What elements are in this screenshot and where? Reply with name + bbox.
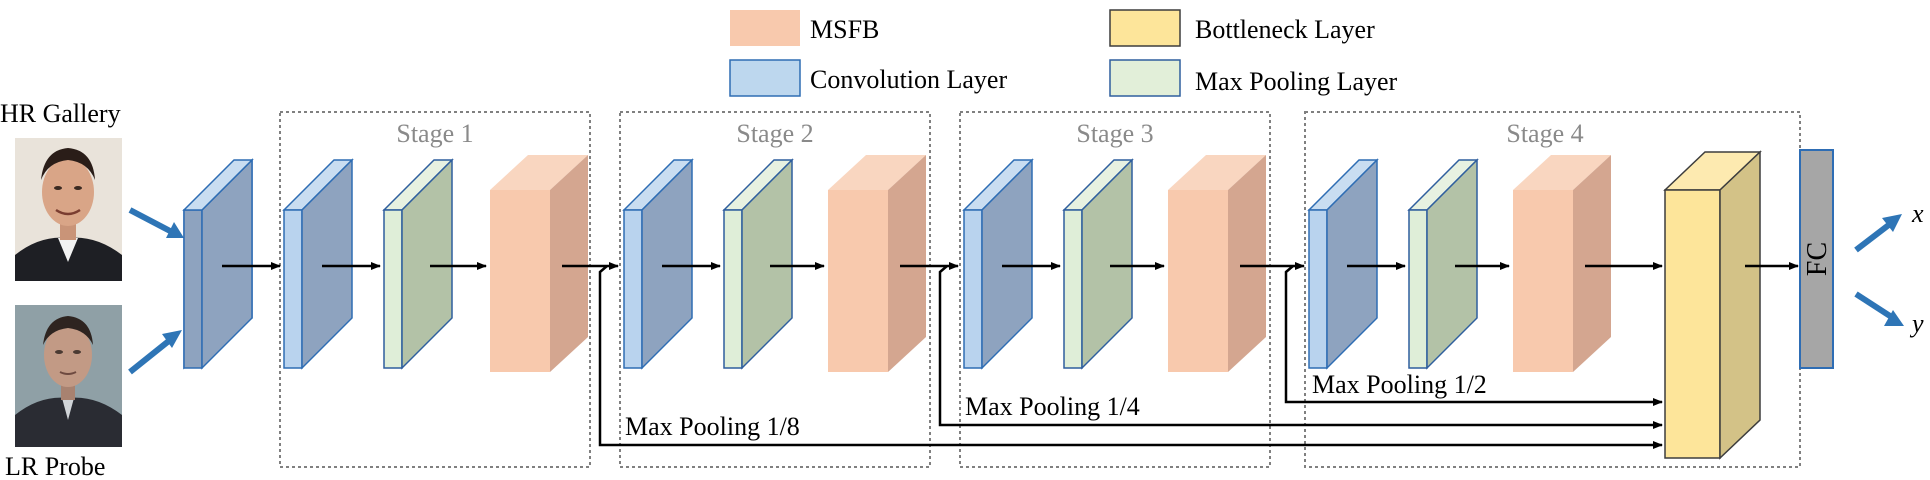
stage-2-conv-layer bbox=[622, 158, 694, 370]
stage-3-pool-layer bbox=[1062, 158, 1134, 370]
stage-4-label: Stage 4 bbox=[1506, 119, 1583, 148]
legend-swatch-bottleneck bbox=[1109, 9, 1181, 47]
hr-gallery-image bbox=[15, 138, 122, 281]
legend-label-convolution: Convolution Layer bbox=[810, 65, 1007, 94]
legend-label-msfb: MSFB bbox=[810, 15, 879, 44]
hr-gallery-label: HR Gallery bbox=[0, 99, 121, 128]
output-x-arrowhead bbox=[1882, 214, 1902, 232]
stage-4-conv-layer bbox=[1307, 158, 1379, 370]
legend-label-max-pooling: Max Pooling Layer bbox=[1195, 67, 1398, 96]
stage-2-label: Stage 2 bbox=[736, 119, 813, 148]
legend: MSFB Convolution Layer Bottleneck Layer … bbox=[729, 9, 1398, 97]
stage-4-msfb bbox=[1513, 155, 1611, 372]
skip-arrow-1-4 bbox=[938, 265, 1663, 429]
stage-3-msfb bbox=[1168, 155, 1266, 372]
skip-label-1-2: Max Pooling 1/2 bbox=[1312, 370, 1487, 399]
hr-input-arrowhead bbox=[166, 222, 184, 238]
stage-2-msfb bbox=[828, 155, 926, 372]
lr-probe-image bbox=[15, 305, 122, 447]
output-x-arrow bbox=[1854, 221, 1892, 253]
legend-label-bottleneck: Bottleneck Layer bbox=[1195, 15, 1375, 44]
skip-arrow-1-2 bbox=[1284, 265, 1663, 406]
hr-input-arrow bbox=[128, 207, 174, 235]
stage-4-pool-layer bbox=[1407, 158, 1479, 370]
fc-label: FC bbox=[1802, 242, 1833, 276]
skip-arrow-1-8 bbox=[598, 265, 1663, 449]
stage-1-pool-layer bbox=[382, 158, 454, 370]
stage-1-label: Stage 1 bbox=[396, 119, 473, 148]
bottleneck-layer bbox=[1663, 150, 1762, 460]
stage-1-msfb bbox=[490, 155, 588, 372]
legend-swatch-max-pooling bbox=[1109, 59, 1181, 97]
output-y-label: y bbox=[1909, 309, 1924, 338]
legend-swatch-convolution bbox=[729, 59, 801, 97]
stage-1-box: Stage 1 bbox=[279, 111, 591, 468]
output-x-label: x bbox=[1911, 199, 1924, 228]
fc-layer: FC bbox=[1799, 149, 1834, 369]
skip-connections bbox=[598, 265, 1663, 449]
lr-probe-label: LR Probe bbox=[5, 452, 105, 480]
output-y-arrowhead bbox=[1884, 310, 1904, 326]
lr-input-arrow bbox=[128, 337, 172, 375]
lr-input-arrowhead bbox=[162, 330, 182, 348]
stage-3-conv-layer bbox=[962, 158, 1034, 370]
output-y-arrow bbox=[1854, 291, 1892, 319]
input-conv-layer bbox=[182, 158, 254, 370]
skip-label-1-8: Max Pooling 1/8 bbox=[625, 412, 800, 441]
skip-label-1-4: Max Pooling 1/4 bbox=[965, 392, 1140, 421]
stage-3-label: Stage 3 bbox=[1076, 119, 1153, 148]
legend-swatch-msfb bbox=[730, 10, 800, 46]
stage-2-box: Stage 2 bbox=[619, 111, 931, 468]
stage-1-conv-layer bbox=[282, 158, 354, 370]
stage-2-pool-layer bbox=[722, 158, 794, 370]
stage-3-box: Stage 3 bbox=[959, 111, 1271, 468]
